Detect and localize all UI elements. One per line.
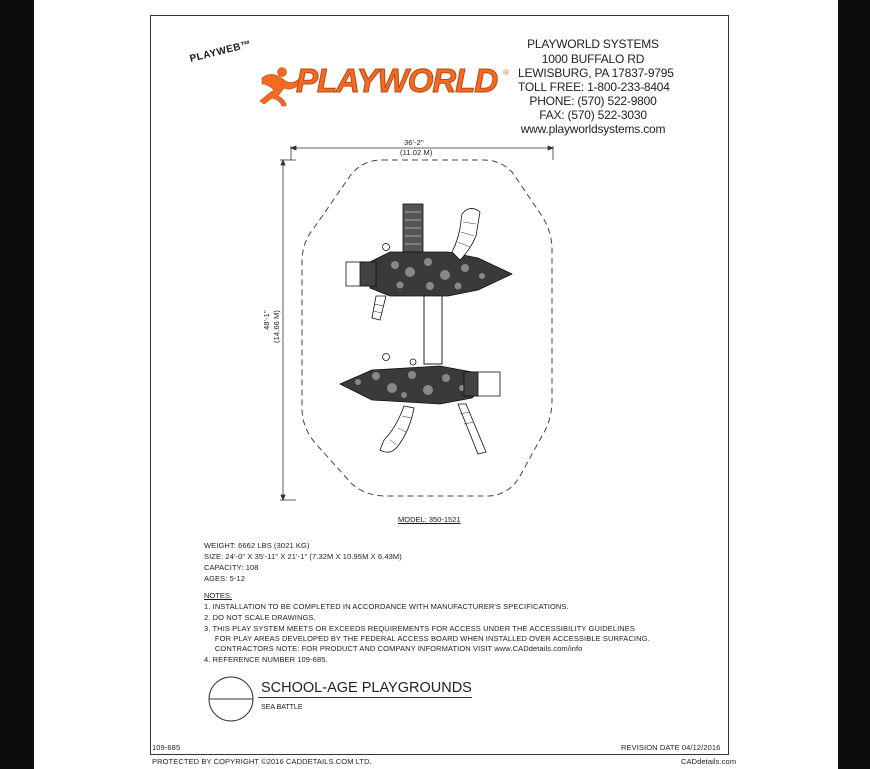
model-number: MODEL: 350-1521: [398, 515, 461, 524]
notes-heading: NOTES:: [204, 591, 232, 600]
connecting-bridge: [423, 289, 443, 365]
left-margin-bar: [0, 0, 34, 769]
footer-copyright: PROTECTED BY COPYRIGHT ©2016 CADDETAILS.…: [152, 757, 372, 766]
spec-capacity: CAPACITY: 108: [204, 563, 259, 572]
note-item: CONTRACTORS NOTE: FOR PRODUCT AND COMPAN…: [204, 644, 583, 653]
footer-revision-date: REVISION DATE 04/12/2016: [621, 743, 721, 752]
company-phone: PHONE: (570) 522-9800: [529, 94, 657, 108]
width-dimension-metric-label: (11.02 M): [400, 148, 433, 157]
drawing-sheet-border: [150, 15, 729, 755]
right-margin-bar: [838, 0, 870, 769]
company-name: PLAYWORLD SYSTEMS: [527, 37, 659, 51]
width-dimension-line: [289, 145, 555, 160]
lower-ship-structure: [339, 353, 501, 455]
registered-mark: ®: [503, 68, 509, 77]
series-divider: [258, 697, 472, 698]
spec-weight: WEIGHT: 6662 LBS (3021 KG): [204, 541, 310, 550]
series-title: SCHOOL-AGE PLAYGROUNDS: [261, 680, 472, 696]
note-item: 3. THIS PLAY SYSTEM MEETS OR EXCEEDS REQ…: [204, 624, 635, 633]
company-address-1: 1000 BUFFALO RD: [541, 52, 645, 66]
spec-size: SIZE: 24'-0" X 35'-11" X 21'-1" (7.32M X…: [204, 552, 402, 561]
footer-reference: 109-685: [152, 743, 181, 752]
note-item: FOR PLAY AREAS DEVELOPED BY THE FEDERAL …: [204, 634, 650, 643]
note-item: 2. DO NOT SCALE DRAWINGS.: [204, 613, 316, 622]
spec-ages: AGES: 5-12: [204, 574, 246, 583]
height-dimension-label: 48'-1": [262, 310, 271, 330]
width-dimension-label: 36'-2": [404, 138, 424, 147]
use-zone-boundary: [301, 159, 553, 497]
company-fax: FAX: (570) 522-3030: [539, 108, 647, 122]
playworld-logo-wordmark: PLAYWORLD: [295, 62, 498, 100]
company-address-2: LEWISBURG, PA 17837-9795: [518, 66, 674, 80]
series-subtitle: SEA BATTLE: [261, 704, 303, 711]
company-toll-free: TOLL FREE: 1-800-233-8404: [518, 80, 670, 94]
footer-site-link[interactable]: CADdetails.com: [681, 757, 737, 766]
height-dimension-metric-label: (14.66 M): [272, 310, 281, 343]
note-item: 4. REFERENCE NUMBER 109-685.: [204, 655, 328, 664]
upper-ship-structure: [345, 203, 513, 321]
note-item: 1. INSTALLATION TO BE COMPLETED IN ACCOR…: [204, 602, 569, 611]
company-website-link[interactable]: www.playworldsystems.com: [520, 122, 666, 136]
height-dimension-line: [280, 158, 296, 502]
